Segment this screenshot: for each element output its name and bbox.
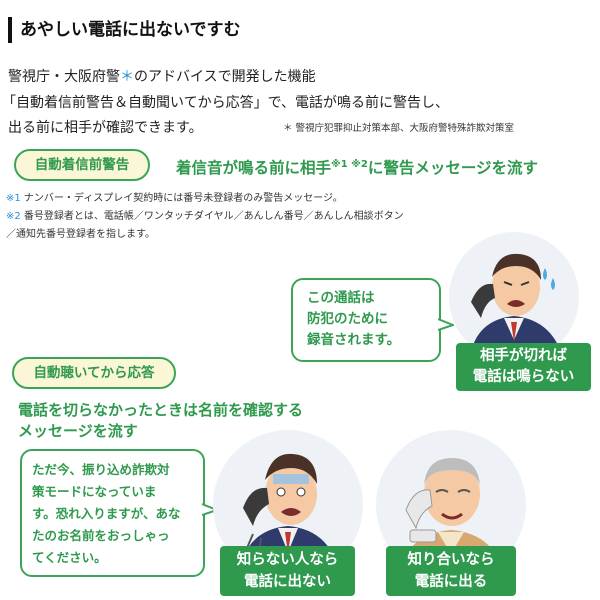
heading-accent-bar [8, 17, 12, 43]
section1-headline: 着信音が鳴る前に相手※1 ※2に警告メッセージを流す [176, 159, 539, 178]
section2-headline: 電話を切らなかったときは名前を確認する メッセージを流す [18, 401, 304, 440]
intro-line-1: 警視庁・大阪府警＊のアドバイスで開発した機能 [8, 69, 316, 85]
section2-result-left: 知らない人なら 電話に出ない [220, 546, 355, 596]
section1-label-pill: 自動着信前警告 [14, 149, 150, 181]
section1-message-bubble: この通話は 防犯のために 録音されます。 [291, 278, 441, 362]
intro-footnote: ＊ 警視庁犯罪抑止対策本部、大阪府警特殊詐欺対策室 [283, 123, 515, 134]
section2-label-pill: 自動聴いてから応答 [12, 357, 176, 389]
section1-bubble-tail-icon [438, 318, 454, 331]
section1-note-1: ※1 ナンバー・ディスプレイ契約時には番号未登録者のみ警告メッセージ。 [6, 193, 343, 204]
intro-line-2: 「自動着信前警告＆自動聞いてから応答」で、電話が鳴る前に警告し、 [2, 95, 450, 111]
intro-asterisk: ＊ [120, 69, 134, 85]
intro-line-3: 出る前に相手が確認できます。 [8, 120, 203, 136]
section2-message-bubble: ただ今、振り込め詐欺対 策モードになっていま す。恐れ入りますが、あな たのお名… [20, 449, 205, 577]
section1-note-2: ※2 番号登録者とは、電話帳／ワンタッチダイヤル／あんしん番号／あんしん相談ボタ… [6, 211, 404, 222]
page-heading: あやしい電話に出ないですむ [20, 20, 241, 40]
section1-result-box: 相手が切れば 電話は鳴らない [456, 343, 591, 391]
section2-result-right: 知り合いなら 電話に出る [386, 546, 516, 596]
section1-note-3: ／通知先番号登録者を指します。 [6, 229, 155, 240]
